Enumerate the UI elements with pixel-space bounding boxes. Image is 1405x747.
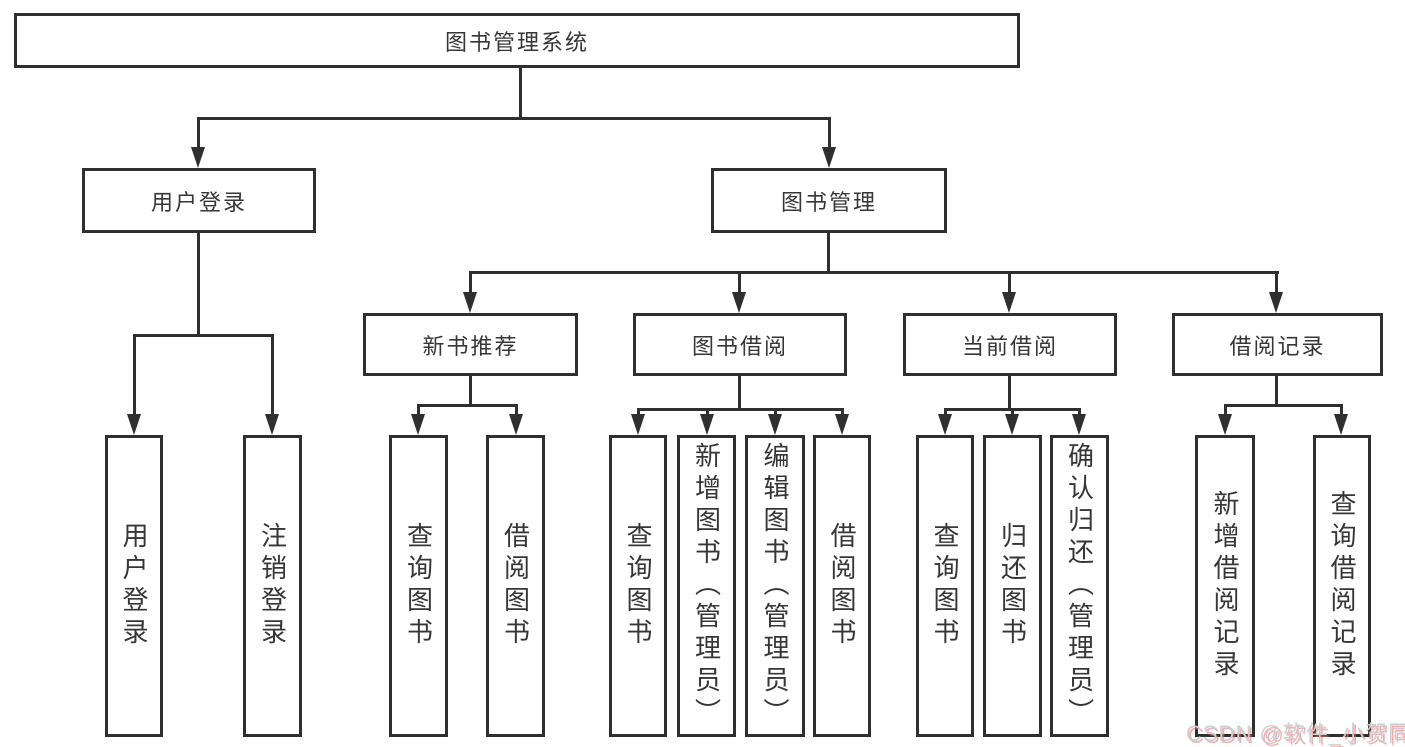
connector-line: [637, 408, 640, 416]
arrowhead-icon: [631, 414, 645, 435]
leaf-return-books-label: 归还图书: [997, 522, 1028, 650]
leaf-borrow-books-recommend-label: 借阅图书: [500, 522, 531, 650]
arrowhead-icon: [1269, 292, 1283, 313]
leaf-query-books-recommend: 查询图书: [389, 435, 448, 737]
leaf-edit-books-admin-label: 编辑图书（管理员）: [760, 442, 790, 730]
node-library-system-label: 图书管理系统: [444, 29, 589, 55]
node-new-book-recommend: 新书推荐: [363, 313, 578, 376]
connector-line: [271, 334, 274, 415]
connector-line: [944, 408, 947, 416]
connector-line: [197, 117, 831, 120]
node-book-borrow: 图书借阅: [633, 313, 847, 376]
arrowhead-icon: [700, 414, 714, 435]
node-book-management-label: 图书管理: [780, 189, 877, 215]
leaf-add-books-admin-label: 新增图书（管理员）: [691, 442, 722, 730]
leaf-confirm-return-admin: 确认归还（管理员）: [1050, 435, 1109, 737]
leaf-query-books-current: 查询图书: [916, 435, 974, 737]
arrowhead-icon: [191, 147, 205, 168]
connector-line: [1011, 408, 1014, 416]
arrowhead-icon: [822, 147, 836, 168]
connector-line: [1008, 271, 1011, 294]
connector-line: [637, 408, 844, 411]
leaf-borrow-books: 借阅图书: [813, 435, 871, 737]
node-book-borrow-label: 图书借阅: [691, 333, 788, 359]
connector-line: [469, 271, 472, 294]
arrowhead-icon: [463, 292, 477, 313]
node-book-management: 图书管理: [711, 168, 947, 233]
arrowhead-icon: [1334, 414, 1348, 435]
leaf-query-books-recommend-label: 查询图书: [403, 522, 434, 650]
connector-line: [738, 271, 741, 294]
connector-line: [738, 376, 741, 410]
arrowhead-icon: [768, 414, 782, 435]
connector-line: [469, 271, 1279, 274]
node-current-borrow-label: 当前借阅: [961, 333, 1058, 359]
connector-line: [197, 117, 200, 148]
leaf-query-borrow-record: 查询借阅记录: [1313, 435, 1371, 737]
node-new-book-recommend-label: 新书推荐: [422, 333, 519, 359]
leaf-return-books: 归还图书: [983, 435, 1042, 737]
leaf-query-borrow-record-label: 查询借阅记录: [1327, 490, 1357, 682]
connector-line: [1078, 408, 1081, 416]
arrowhead-icon: [732, 292, 746, 313]
node-user-login-label: 用户登录: [150, 189, 247, 215]
connector-line: [417, 404, 420, 415]
leaf-user-login-label: 用户登录: [119, 522, 149, 650]
leaf-borrow-books-recommend: 借阅图书: [486, 435, 545, 737]
leaf-edit-books-admin: 编辑图书（管理员）: [745, 435, 805, 737]
leaf-logout-login: 注销登录: [243, 435, 302, 737]
arrowhead-icon: [411, 414, 425, 435]
connector-line: [1275, 271, 1278, 294]
connector-line: [1224, 404, 1227, 415]
connector-line: [133, 334, 136, 415]
node-user-login: 用户登录: [82, 168, 316, 233]
connector-line: [133, 334, 274, 337]
connector-line: [417, 404, 518, 407]
arrowhead-icon: [509, 414, 523, 435]
connector-line: [469, 376, 472, 406]
node-borrow-records-label: 借阅记录: [1229, 333, 1326, 359]
node-current-borrow: 当前借阅: [903, 313, 1117, 376]
leaf-logout-login-label: 注销登录: [257, 522, 288, 650]
leaf-add-borrow-record-label: 新增借阅记录: [1210, 490, 1240, 682]
arrowhead-icon: [1218, 414, 1232, 435]
connector-line: [1224, 404, 1343, 407]
leaf-user-login: 用户登录: [105, 435, 163, 737]
node-library-system: 图书管理系统: [14, 13, 1020, 68]
connector-line: [515, 404, 518, 415]
connector-line: [197, 233, 200, 336]
leaf-borrow-books-label: 借阅图书: [827, 522, 857, 650]
arrowhead-icon: [938, 414, 952, 435]
connector-line: [841, 408, 844, 416]
arrowhead-icon: [835, 414, 849, 435]
leaf-query-books-current-label: 查询图书: [930, 522, 960, 650]
connector-line: [774, 408, 777, 416]
node-borrow-records: 借阅记录: [1172, 313, 1383, 376]
arrowhead-icon: [1072, 414, 1086, 435]
connector-line: [827, 233, 830, 273]
connector-line: [1275, 376, 1278, 406]
connector-line: [1340, 404, 1343, 415]
connector-line: [519, 68, 522, 117]
arrowhead-icon: [127, 414, 141, 435]
leaf-query-books-borrow: 查询图书: [609, 435, 667, 737]
watermark: CSDN @软件_小贺同学: [1186, 721, 1405, 746]
leaf-confirm-return-admin-label: 确认归还（管理员）: [1064, 442, 1095, 730]
leaf-add-books-admin: 新增图书（管理员）: [677, 435, 736, 737]
leaf-add-borrow-record: 新增借阅记录: [1195, 435, 1255, 737]
connector-line: [706, 408, 709, 416]
connector-line: [828, 117, 831, 148]
arrowhead-icon: [265, 414, 279, 435]
leaf-query-books-borrow-label: 查询图书: [623, 522, 653, 650]
connector-line: [1008, 376, 1011, 410]
arrowhead-icon: [1002, 292, 1016, 313]
arrowhead-icon: [1005, 414, 1019, 435]
